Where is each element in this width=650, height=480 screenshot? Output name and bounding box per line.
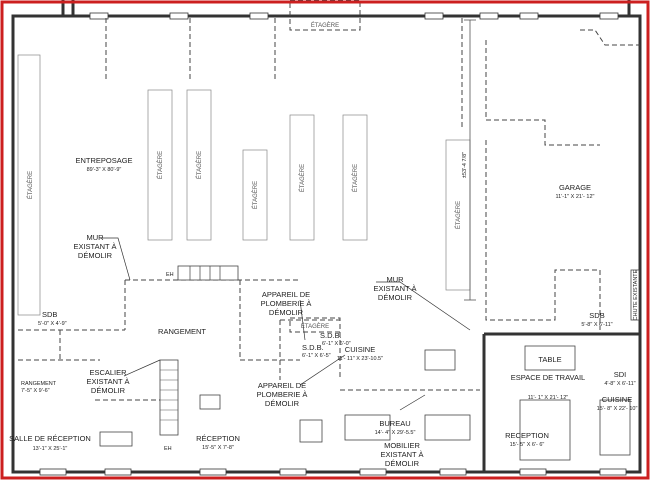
room-entreposage: ENTREPOSAGE (75, 156, 132, 165)
svg-text:15'- 5" X 6'- 6": 15'- 5" X 6'- 6" (510, 442, 545, 448)
bottom-windows (39, 468, 627, 476)
svg-text:89'-3" X 80'-9": 89'-3" X 80'-9" (87, 167, 122, 173)
svg-text:ÉTAGÈRE: ÉTAGÈRE (27, 171, 34, 199)
room-bureau: BUREAU (379, 419, 410, 428)
room-labels: ENTREPOSAGE 89'-3" X 80'-9" GARAGE 11'-1… (9, 156, 637, 452)
room-cuisine-right: CUISINE (602, 395, 632, 404)
demolition-walls (18, 18, 640, 401)
furniture (99, 349, 631, 461)
svg-text:11'-1" X 21'- 12": 11'-1" X 21'- 12" (556, 194, 595, 200)
room-espace-travail: ESPACE DE TRAVAIL (511, 373, 585, 382)
stairs (159, 359, 179, 436)
svg-text:ÉTAGÈRE: ÉTAGÈRE (352, 164, 359, 192)
svg-text:6'-1" X 6'-5": 6'-1" X 6'-5" (302, 353, 331, 359)
dimension-line: ±53'-4 7/8" (462, 19, 476, 301)
svg-text:ÉTAGÈRE: ÉTAGÈRE (252, 181, 259, 209)
svg-text:15'- 8" X 22'- 10": 15'- 8" X 22'- 10" (597, 406, 638, 412)
mid-shelf-outline (289, 317, 341, 333)
svg-text:13'-1" X 25'-1": 13'-1" X 25'-1" (33, 446, 68, 452)
exterior-walls (11, 0, 642, 474)
svg-text:11'- 1" X 21'- 12": 11'- 1" X 21'- 12" (528, 395, 569, 401)
shelf-labels: ÉTAGÈRE ÉTAGÈRE ÉTAGÈRE ÉTAGÈRE ÉTAGÈRE … (27, 151, 462, 229)
shelving-units (17, 54, 471, 316)
svg-text:14'- 4" X 29'-5.5": 14'- 4" X 29'-5.5" (375, 430, 416, 436)
room-reception2: RECEPTION (505, 431, 549, 440)
table-label: TABLE (538, 355, 561, 364)
eh-label-top: EH (166, 272, 174, 278)
top-windows (89, 12, 619, 20)
svg-text:5'-8" X 6'-11": 5'-8" X 6'-11" (581, 322, 612, 328)
room-garage: GARAGE (559, 183, 591, 192)
room-sdb-right: SDB (589, 311, 604, 320)
svg-text:ÉTAGÈRE: ÉTAGÈRE (299, 164, 306, 192)
chute-box (630, 269, 640, 321)
top-shelf-label: ÉTAGÈRE (311, 22, 339, 29)
svg-text:6'-1" X 6'-0": 6'-1" X 6'-0" (322, 341, 351, 347)
mid-shelf-label: ÉTAGÈRE (301, 323, 329, 330)
top-shelf-outline (289, 0, 361, 31)
svg-text:ÉTAGÈRE: ÉTAGÈRE (196, 151, 203, 179)
svg-text:4'-8" X 6'-11": 4'-8" X 6'-11" (604, 381, 635, 387)
svg-text:7'-5" X 9'-6": 7'-5" X 9'-6" (21, 388, 50, 394)
room-rangement-small: RANGEMENT (21, 381, 57, 387)
room-salle-reception: SALLE DE RÉCEPTION (9, 434, 91, 443)
dimension-label: ±53'-4 7/8" (462, 152, 468, 178)
chute-label: CHUTE EXISTANTE (633, 269, 639, 320)
svg-text:5'-0" X 4'-9": 5'-0" X 4'-9" (38, 321, 67, 327)
svg-text:ÉTAGÈRE: ÉTAGÈRE (157, 151, 164, 179)
room-sdi: SDI (614, 370, 627, 379)
eh-label-bottom: EH (164, 446, 172, 452)
svg-text:15'-5" X 7'-8": 15'-5" X 7'-8" (202, 445, 234, 451)
leader-lines (100, 237, 471, 411)
svg-text:11'- 11" X 23'-10.5": 11'- 11" X 23'-10.5" (337, 356, 383, 362)
table-box (524, 345, 576, 371)
room-rangement: RANGEMENT (158, 327, 206, 336)
room-sdb2: S.D.B. (320, 331, 342, 340)
room-sdb-left: SDB (42, 310, 57, 319)
room-cuisine: CUISINE (345, 345, 375, 354)
room-sdb1: S.D.B. (302, 343, 324, 352)
eh-stair-top: EH (166, 265, 239, 281)
svg-text:ÉTAGÈRE: ÉTAGÈRE (455, 201, 462, 229)
room-reception1: RÉCEPTION (196, 434, 240, 443)
